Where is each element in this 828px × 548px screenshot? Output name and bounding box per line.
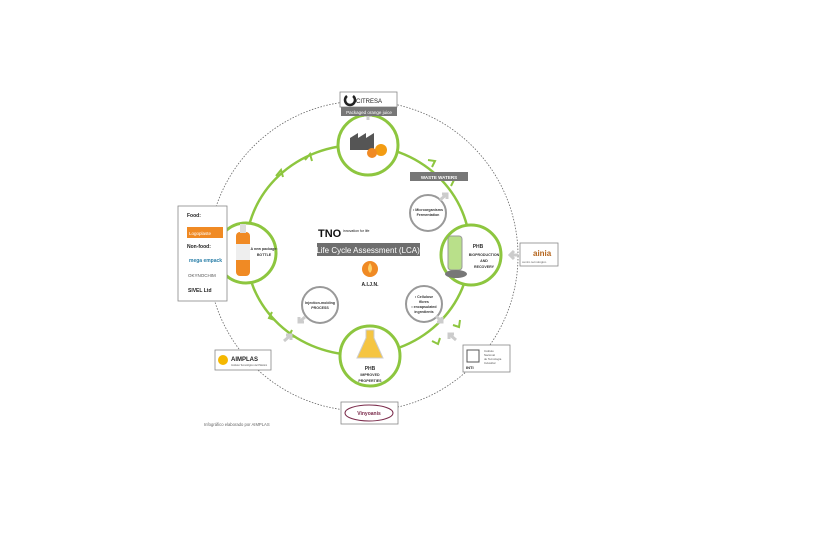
left-stage-text: BOTTLE: [257, 253, 272, 257]
right-stage-text: PHB: [473, 244, 484, 250]
okynochim-logo: OKYNOCHIM: [188, 273, 216, 278]
ainia-logo: ainia: [533, 249, 552, 258]
packaged-juice-label: Packaged orange juice: [346, 110, 392, 115]
nonfood-title: Non-food:: [187, 244, 211, 250]
ainia-subtitle: centro tecnológico: [522, 260, 547, 264]
right-stage-text: RECOVERY: [474, 265, 495, 269]
aimplas-logo: AIMPLAS: [231, 357, 258, 363]
food-title: Food:: [187, 213, 201, 219]
citresa-logo: CITRESA: [356, 99, 382, 105]
citresa-logo-icon: [343, 95, 357, 107]
waste-waters-label: WASTE WATERS: [421, 175, 457, 180]
tno-logo: TNO: [318, 228, 342, 240]
inti-subtitle: Instituto: [484, 349, 494, 353]
inti-subtitle: Industrial: [484, 361, 496, 365]
left-stage-text: A new package:: [250, 247, 277, 251]
micro-text: • Microorganisms: [413, 208, 443, 212]
logoplaste-logo: Logoplaste: [189, 231, 212, 236]
process-circles: [301, 194, 447, 324]
cellulose-text: • encapsulated: [411, 305, 436, 309]
injection-text: Injection-molding: [305, 301, 335, 305]
inti-subtitle: Nacional: [484, 353, 495, 357]
footer-credit: Infográfico elaborado por AIMPLAS: [204, 422, 270, 427]
right-stage-text: AND: [480, 259, 488, 263]
tno-tagline: innovation for life: [343, 229, 370, 233]
bioreactor-icon: [445, 235, 467, 278]
sivel-logo: SIVEL Ltd: [188, 288, 212, 294]
inti-subtitle: de Tecnología: [484, 357, 502, 361]
lca-label: Life Cycle Assessment (LCA): [316, 246, 420, 255]
bottom-stage-text: IMPROVED: [360, 373, 380, 377]
megaempack-logo: mega empack: [189, 258, 222, 264]
aijn-logo-icon: [362, 261, 378, 277]
bottle-icon: [236, 224, 250, 276]
cellulose-text: ingredients: [414, 310, 433, 314]
aimplas-subtitle: Instituto Tecnológico del Plástico: [231, 364, 268, 367]
flask-icon: [356, 329, 384, 359]
bottom-stage-text: PROPERTIES: [358, 379, 382, 383]
injection-text: PROCESS: [311, 306, 329, 310]
vinyoanis-logo: Vinyoanis: [357, 411, 381, 417]
right-stage-text: BIOPRODUCTION: [469, 253, 500, 257]
inti-logo: INTI: [466, 365, 474, 370]
factory-oranges-icon: [350, 133, 387, 158]
bottom-stage-text: PHB: [365, 366, 376, 372]
micro-text: Fermentation: [417, 213, 440, 217]
aijn-label: A.I.J.N.: [362, 282, 380, 288]
cellulose-text: fibres: [419, 300, 429, 304]
cellulose-text: • Cellulose: [415, 295, 433, 299]
